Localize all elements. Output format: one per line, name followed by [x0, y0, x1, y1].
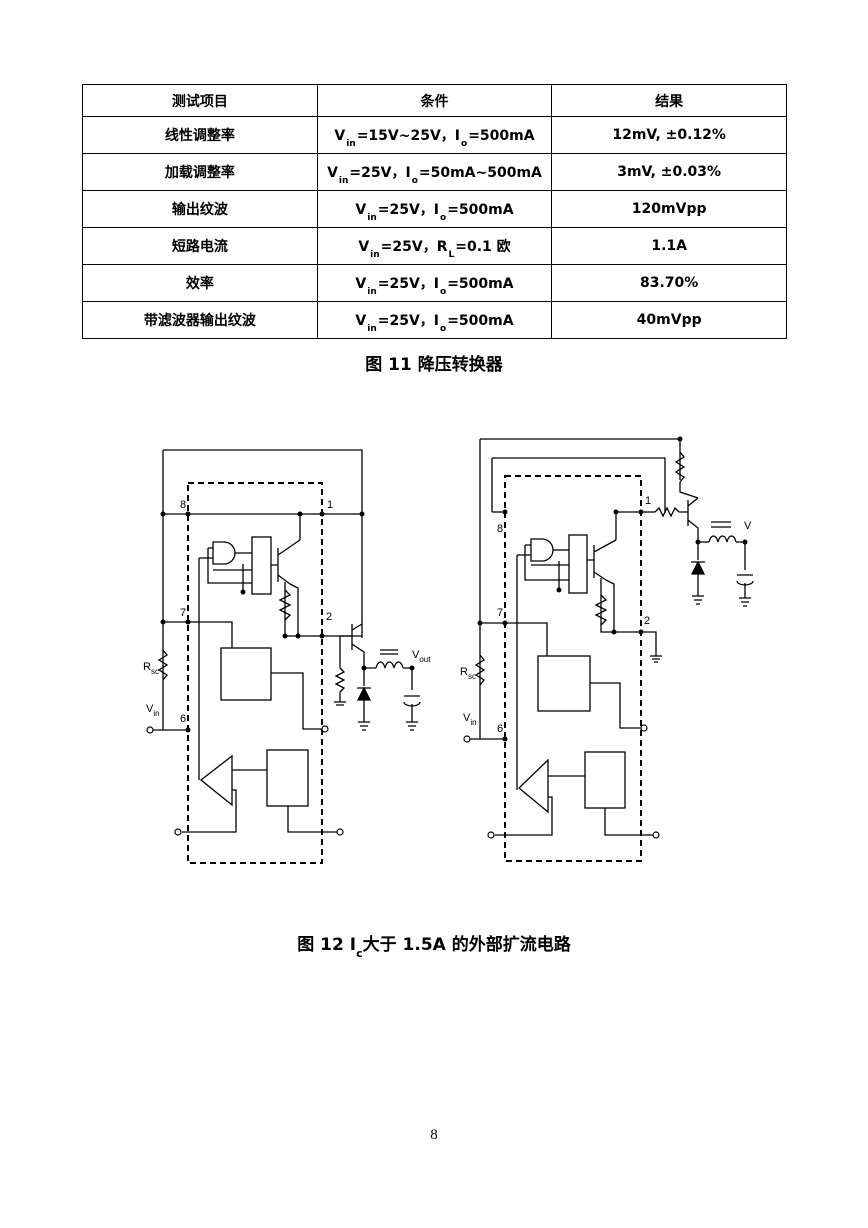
pin-6-label: 6: [497, 723, 503, 735]
cell-result: 120mVpp: [551, 190, 787, 228]
flip-flop-block: [251, 536, 272, 595]
and-gate: [212, 541, 236, 565]
vin-label: Vin: [463, 712, 477, 727]
vout-label: V: [744, 520, 752, 532]
header-condition: 条件: [316, 84, 553, 117]
pin-8-label: 8: [180, 499, 186, 511]
comparator-block: [537, 655, 591, 712]
cell-condition: Vin=25V，Io=500mA: [316, 264, 553, 302]
circuit-right-rsc: [474, 654, 486, 686]
circuit-left: [150, 449, 421, 864]
vout-label: Vout: [412, 649, 431, 664]
header-item: 测试项目: [82, 84, 318, 117]
error-amplifier: [518, 758, 549, 814]
circuit-right-dots: [477, 436, 748, 742]
page-number: 8: [430, 1127, 438, 1143]
table-row: 加载调整率 Vin=25V，Io=50mA~500mA 3mV, ±0.03%: [82, 153, 787, 191]
circuit-right-labels: 8 1 7 2 6 Rsc Vin V: [460, 495, 752, 735]
cell-result: 83.70%: [551, 264, 787, 302]
table-header-row: 测试项目 条件 结果: [82, 84, 787, 117]
circuit-left-labels: 8 1 7 2 6 Rsc Vin Vout: [143, 499, 431, 725]
cell-result: 3mV, ±0.03%: [551, 153, 787, 191]
pin-6-label: 6: [180, 713, 186, 725]
cell-item: 效率: [82, 264, 318, 302]
pin-8-label: 8: [497, 523, 503, 535]
cell-condition: Vin=25V，Io=50mA~500mA: [316, 153, 553, 191]
cell-condition: Vin=15V~25V，Io=500mA: [316, 116, 553, 154]
circuit-left-terminals: [146, 725, 344, 836]
cell-condition: Vin=25V，RL=0.1 欧: [316, 227, 553, 265]
circuit-right-terminals: [463, 724, 660, 839]
cell-item: 短路电流: [82, 227, 318, 265]
figure-11-caption: 图 11 降压转换器: [365, 355, 503, 375]
rsc-label: Rsc: [460, 666, 476, 681]
cell-condition: Vin=25V，Io=500mA: [316, 190, 553, 228]
ic-dashed-boundary: [504, 475, 642, 862]
cell-item: 带滤波器输出纹波: [82, 301, 318, 339]
cell-result: 40mVpp: [551, 301, 787, 339]
table-row: 带滤波器输出纹波 Vin=25V，Io=500mA 40mVpp: [82, 301, 787, 339]
flip-flop-block: [568, 534, 588, 594]
ic-dashed-boundary: [187, 482, 323, 864]
circuit-left-dots: [160, 511, 415, 733]
pin-2-label: 2: [644, 615, 650, 627]
comparator-block: [220, 647, 272, 701]
pin-7-label: 7: [497, 607, 503, 619]
and-gate: [530, 538, 554, 562]
pin-1-label: 1: [327, 499, 333, 511]
test-results-table: 测试项目 条件 结果 线性调整率 Vin=15V~25V，Io=500mA 12…: [82, 84, 787, 339]
error-amplifier: [199, 754, 233, 807]
pin-7-label: 7: [180, 607, 186, 619]
figure-12-caption: 图 12 Ic大于 1.5A 的外部扩流电路: [297, 935, 571, 960]
circuit-left-rsc: [157, 649, 169, 681]
reference-block: [266, 749, 309, 807]
cell-item: 线性调整率: [82, 116, 318, 154]
reference-block: [584, 751, 626, 809]
table-row: 短路电流 Vin=25V，RL=0.1 欧 1.1A: [82, 227, 787, 265]
cell-condition: Vin=25V，Io=500mA: [316, 301, 553, 339]
circuit-right: [467, 438, 754, 862]
table-row: 效率 Vin=25V，Io=500mA 83.70%: [82, 264, 787, 302]
vin-label: Vin: [146, 703, 160, 718]
pin-1-label: 1: [645, 495, 651, 507]
rsc-label: Rsc: [143, 661, 159, 676]
pin-2-label: 2: [326, 611, 332, 623]
table-row: 线性调整率 Vin=15V~25V，Io=500mA 12mV, ±0.12%: [82, 116, 787, 154]
